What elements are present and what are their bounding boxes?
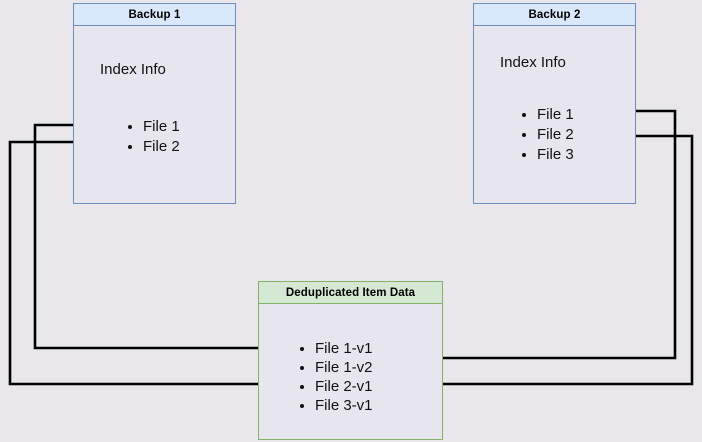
backup-1-index-label: Index Info bbox=[100, 61, 166, 78]
list-item[interactable]: File 2-v1 bbox=[298, 377, 373, 396]
backup-2-header: Backup 2 bbox=[474, 4, 635, 26]
backup-2-file-label: File 2 bbox=[537, 126, 574, 143]
deduplicated-item-data-box[interactable]: Deduplicated Item Data File 1-v1 File 1-… bbox=[258, 281, 443, 440]
dedup-header: Deduplicated Item Data bbox=[259, 282, 442, 304]
dedup-item-label: File 1-v2 bbox=[315, 359, 373, 376]
list-item[interactable]: File 1-v2 bbox=[298, 358, 373, 377]
dedup-item-list: File 1-v1 File 1-v2 File 2-v1 File 3-v1 bbox=[298, 339, 373, 415]
backup-2-title: Backup 2 bbox=[528, 8, 581, 21]
list-item[interactable]: File 1 bbox=[520, 105, 574, 125]
list-item[interactable]: File 2 bbox=[520, 125, 574, 145]
backup-1-file-label: File 2 bbox=[143, 138, 180, 155]
dedup-item-label: File 3-v1 bbox=[315, 397, 373, 414]
list-item[interactable]: File 1 bbox=[126, 117, 180, 137]
list-item[interactable]: File 3 bbox=[520, 145, 574, 165]
backup-2-file-list: File 1 File 2 File 3 bbox=[520, 105, 574, 165]
dedup-item-label: File 1-v1 bbox=[315, 340, 373, 357]
backup-1-header: Backup 1 bbox=[74, 4, 235, 26]
backup-2-box[interactable]: Backup 2 Index Info File 1 File 2 File 3 bbox=[473, 3, 636, 204]
backup-1-box[interactable]: Backup 1 Index Info File 1 File 2 bbox=[73, 3, 236, 204]
list-item[interactable]: File 3-v1 bbox=[298, 396, 373, 415]
backup-2-index-label: Index Info bbox=[500, 54, 566, 71]
backup-2-file-label: File 3 bbox=[537, 146, 574, 163]
backup-1-file-list: File 1 File 2 bbox=[126, 117, 180, 157]
list-item[interactable]: File 1-v1 bbox=[298, 339, 373, 358]
backup-2-file-label: File 1 bbox=[537, 106, 574, 123]
backup-1-title: Backup 1 bbox=[128, 8, 181, 21]
dedup-item-label: File 2-v1 bbox=[315, 378, 373, 395]
dedup-title: Deduplicated Item Data bbox=[285, 286, 416, 299]
backup-1-file-label: File 1 bbox=[143, 118, 180, 135]
list-item[interactable]: File 2 bbox=[126, 137, 180, 157]
